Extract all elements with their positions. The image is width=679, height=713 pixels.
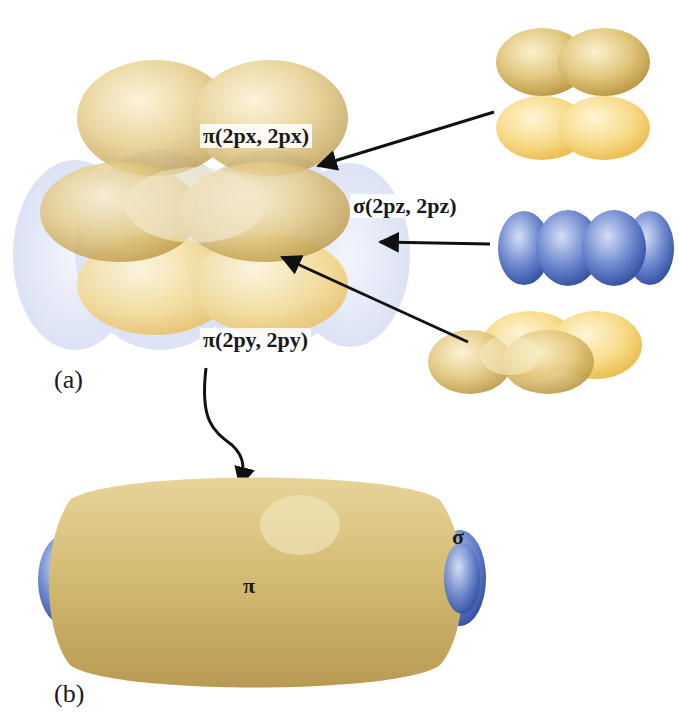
pi-y-orbital <box>428 311 642 394</box>
orbital-symbol: π <box>243 574 255 598</box>
orbital-symbol: σ <box>452 525 464 549</box>
leader-arrows <box>204 112 494 486</box>
combined-envelope <box>38 478 486 688</box>
orbital-label: π(2py, 2py) <box>200 328 311 352</box>
panel-label: (a) <box>54 366 83 395</box>
orbital-label: π(2px, 2px) <box>200 124 312 148</box>
sigma-z-orbital <box>498 210 674 286</box>
pi-x-orbital <box>496 28 650 160</box>
panel-label: (b) <box>54 680 84 709</box>
orbital-label: σ(2pz, 2pz) <box>350 194 460 218</box>
